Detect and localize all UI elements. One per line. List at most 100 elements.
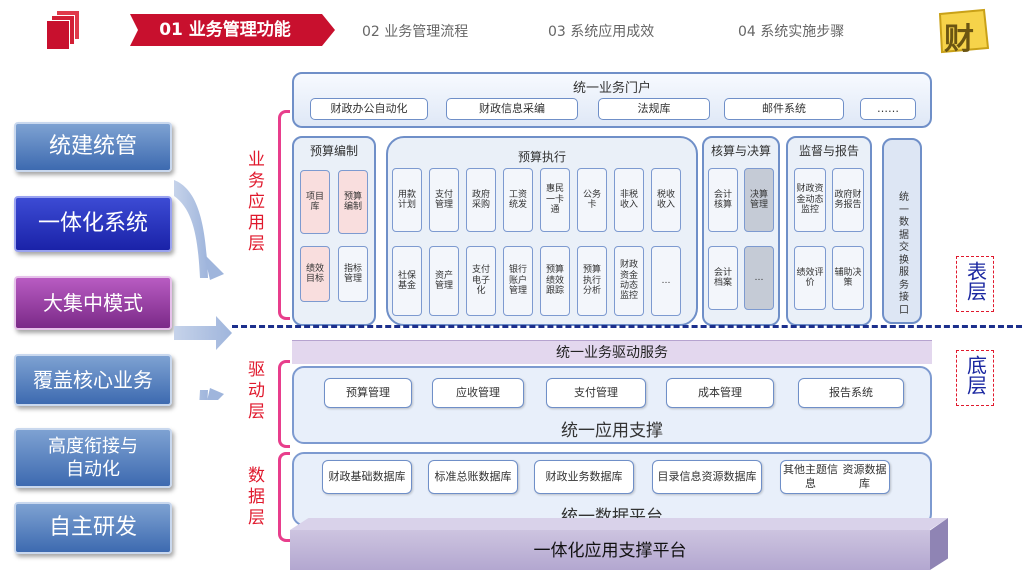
cell-accounting-more[interactable]: … xyxy=(744,246,774,310)
exec-cell[interactable]: 非税收入 xyxy=(614,168,644,232)
cell-accounting-archive[interactable]: 会计档案 xyxy=(708,246,738,310)
exec-cell[interactable]: 公务卡 xyxy=(577,168,607,232)
budget-compile-title: 预算编制 xyxy=(309,144,358,158)
tab-implementation-steps[interactable]: 04 系统实施步骤 xyxy=(738,24,845,40)
integrated-platform: 一体化应用支撑平台 xyxy=(290,530,930,570)
feature-label-line2: 自动化 xyxy=(66,459,120,480)
flow-arrows xyxy=(174,180,232,400)
feature-automation[interactable]: 高度衔接与 自动化 xyxy=(14,428,172,488)
support-cost[interactable]: 成本管理 xyxy=(666,378,774,408)
unified-portal: 统一业务门户 财政办公自动化 财政信息采编 法规库 邮件系统 …… xyxy=(292,72,932,128)
portal-title: 统一业务门户 xyxy=(572,81,651,96)
platform-top-face xyxy=(290,518,948,530)
cell-index-management[interactable]: 指标管理 xyxy=(338,246,368,302)
database-item-line2: 数据库 xyxy=(723,469,757,483)
database-item-line1: 财政基础 xyxy=(328,469,373,483)
portal-item-mail[interactable]: 邮件系统 xyxy=(724,98,844,120)
portal-item-more[interactable]: …… xyxy=(860,98,916,120)
exec-cell[interactable]: 银行账户管理 xyxy=(503,246,533,316)
cell-final-accounts[interactable]: 决算管理 xyxy=(744,168,774,232)
data-layer-label: 数据层 xyxy=(244,466,264,529)
tab-business-functions[interactable]: 01 业务管理功能 xyxy=(130,14,335,46)
database-item-line2: 资源数据库 xyxy=(842,462,887,490)
support-receivable[interactable]: 应收管理 xyxy=(432,378,524,408)
feature-label: 大集中模式 xyxy=(43,291,143,315)
accounting-group: 核算与决算 会计核算 决算管理 会计档案 … xyxy=(702,136,780,326)
exec-cell[interactable]: 支付电子化 xyxy=(466,246,496,316)
tab-business-functions-label: 01 业务管理功能 xyxy=(159,20,291,40)
cell-performance-goal[interactable]: 绩效目标 xyxy=(300,246,330,302)
portal-item-laws[interactable]: 法规库 xyxy=(598,98,710,120)
exec-cell[interactable]: … xyxy=(651,246,681,316)
exec-cell[interactable]: 财政资金动态监控 xyxy=(614,246,644,316)
layer-divider xyxy=(232,325,1022,328)
tab-business-process[interactable]: 02 业务管理流程 xyxy=(362,24,469,40)
portal-item-office[interactable]: 财政办公自动化 xyxy=(310,98,428,120)
support-budget[interactable]: 预算管理 xyxy=(324,378,412,408)
surface-layer-tag: 表层 xyxy=(956,256,994,312)
cell-decision-support[interactable]: 辅助决策 xyxy=(832,246,864,310)
database-item-line1: 其他主题信息 xyxy=(782,462,838,490)
app-support-panel: 预算管理 应收管理 支付管理 成本管理 报告系统 统一应用支撑 xyxy=(292,366,932,444)
budget-exec-title: 预算执行 xyxy=(517,150,566,164)
cell-fund-monitor[interactable]: 财政资金动态监控 xyxy=(794,168,826,232)
cell-financial-report[interactable]: 政府财务报告 xyxy=(832,168,864,232)
exec-cell[interactable]: 社保基金 xyxy=(392,246,422,316)
driver-service-bar: 统一业务驱动服务 xyxy=(292,340,932,364)
database-item[interactable]: 其他主题信息资源数据库 xyxy=(780,460,890,494)
platform-side-face xyxy=(930,518,948,570)
data-exchange-interface[interactable]: 统一数据交换服务接口 xyxy=(882,138,922,324)
tab-application-results[interactable]: 03 系统应用成效 xyxy=(548,24,655,40)
database-item-line2: 数据库 xyxy=(372,469,406,483)
feature-label: 一体化系统 xyxy=(37,210,148,236)
business-layer-label: 业务应用层 xyxy=(244,150,264,255)
feature-core-business[interactable]: 覆盖核心业务 xyxy=(14,354,172,406)
cell-budget-compile[interactable]: 预算编制 xyxy=(338,170,368,234)
exec-cell[interactable]: 支付管理 xyxy=(429,168,459,232)
business-layer-bracket xyxy=(278,110,290,320)
surface-layer-text: 表层 xyxy=(963,261,988,301)
document-stack-icon xyxy=(46,10,80,50)
brand-logo-text: 财 xyxy=(944,22,974,57)
supervision-title: 监督与报告 xyxy=(798,144,859,158)
support-payment[interactable]: 支付管理 xyxy=(546,378,646,408)
driver-layer-label: 驱动层 xyxy=(244,360,264,423)
database-item-line2: 数据库 xyxy=(478,469,512,483)
feature-label: 统建统管 xyxy=(48,133,137,159)
exec-cell[interactable]: 惠民一卡通 xyxy=(540,168,570,232)
database-item[interactable]: 标准总账数据库 xyxy=(428,460,518,494)
budget-compile-group: 预算编制 项目库 预算编制 绩效目标 指标管理 xyxy=(292,136,376,326)
database-item[interactable]: 目录信息资源数据库 xyxy=(652,460,762,494)
exec-cell[interactable]: 用款计划 xyxy=(392,168,422,232)
feature-self-developed[interactable]: 自主研发 xyxy=(14,502,172,554)
accounting-title: 核算与决算 xyxy=(710,144,771,158)
exec-cell[interactable]: 工资统发 xyxy=(503,168,533,232)
database-item[interactable]: 财政基础数据库 xyxy=(322,460,412,494)
data-platform-panel: 财政基础数据库标准总账数据库财政业务数据库目录信息资源数据库其他主题信息资源数据… xyxy=(292,452,932,527)
exec-cell[interactable]: 税收收入 xyxy=(651,168,681,232)
feature-integrated-system[interactable]: 一体化系统 xyxy=(14,196,172,252)
database-item-line1: 标准总账 xyxy=(434,469,479,483)
exec-cell[interactable]: 政府采购 xyxy=(466,168,496,232)
feature-label-line1: 高度衔接与 xyxy=(48,435,138,457)
exec-cell[interactable]: 预算执行分析 xyxy=(577,246,607,316)
support-report[interactable]: 报告系统 xyxy=(798,378,904,408)
feature-label: 自主研发 xyxy=(48,514,137,540)
exec-cell[interactable]: 预算绩效跟踪 xyxy=(540,246,570,316)
cell-accounting[interactable]: 会计核算 xyxy=(708,168,738,232)
app-support-title: 统一应用支撑 xyxy=(561,421,663,441)
feature-label: 覆盖核心业务 xyxy=(33,368,153,392)
exchange-label: 统一数据交换服务接口 xyxy=(899,192,909,316)
bottom-layer-tag: 底层 xyxy=(956,350,994,406)
cell-project-library[interactable]: 项目库 xyxy=(300,170,330,234)
bottom-layer-text: 底层 xyxy=(963,355,988,395)
feature-unified-build[interactable]: 统建统管 xyxy=(14,122,172,172)
data-layer-bracket xyxy=(278,452,290,542)
exec-cell[interactable]: 资产管理 xyxy=(429,246,459,316)
cell-performance-evaluation[interactable]: 绩效评价 xyxy=(794,246,826,310)
portal-item-info[interactable]: 财政信息采编 xyxy=(446,98,578,120)
database-item[interactable]: 财政业务数据库 xyxy=(534,460,634,494)
feature-centralized-mode[interactable]: 大集中模式 xyxy=(14,276,172,330)
arrow-down-icon xyxy=(199,390,208,400)
database-item-line2: 数据库 xyxy=(589,469,623,483)
